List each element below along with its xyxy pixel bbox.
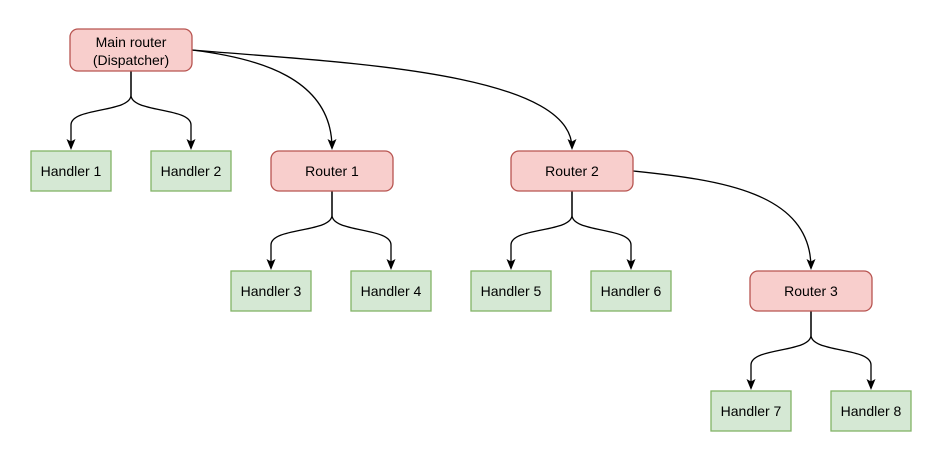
node-handler-8: Handler 8 — [830, 390, 912, 432]
handler-2-label: Handler 2 — [161, 163, 222, 179]
edge-main-router-to-handler-2 — [130, 71, 196, 150]
handler-5-shape — [470, 270, 552, 312]
handler-4-shape — [350, 270, 432, 312]
node-handler-5: Handler 5 — [470, 270, 552, 312]
node-handler-4: Handler 4 — [350, 270, 432, 312]
node-handler-7: Handler 7 — [710, 390, 792, 432]
handler-5-label: Handler 5 — [481, 283, 542, 299]
handler-7-label: Handler 7 — [721, 403, 782, 419]
router-3-shape — [749, 270, 873, 312]
node-layer: Main router (Dispatcher) Handler 1 Handl… — [30, 28, 912, 432]
edge-router-3-to-handler-8 — [810, 311, 876, 390]
main-router-shape — [69, 28, 193, 72]
handler-6-label: Handler 6 — [601, 283, 662, 299]
router-3-label: Router 3 — [784, 283, 838, 299]
node-router-2: Router 2 — [510, 150, 634, 192]
edge-main-router-to-router-2 — [191, 49, 577, 150]
router-2-label: Router 2 — [545, 163, 599, 179]
edge-main-router-to-router-1 — [191, 49, 337, 150]
edge-router-1-to-handler-4 — [331, 191, 396, 270]
router-1-shape — [270, 150, 394, 192]
handler-2-shape — [150, 150, 232, 192]
handler-4-label: Handler 4 — [361, 283, 422, 299]
edge-layer — [66, 49, 876, 390]
node-handler-1: Handler 1 — [30, 150, 112, 192]
handler-1-shape — [30, 150, 112, 192]
edge-router-1-to-handler-3 — [266, 191, 333, 270]
handler-8-shape — [830, 390, 912, 432]
handler-8-label: Handler 8 — [841, 403, 902, 419]
handler-6-shape — [590, 270, 672, 312]
node-handler-2: Handler 2 — [150, 150, 232, 192]
node-router-1: Router 1 — [270, 150, 394, 192]
handler-1-label: Handler 1 — [41, 163, 102, 179]
router-2-shape — [510, 150, 634, 192]
edge-main-router-to-handler-1 — [66, 71, 132, 150]
handler-3-shape — [230, 270, 312, 312]
node-handler-3: Handler 3 — [230, 270, 312, 312]
edge-router-2-to-router-3 — [632, 170, 816, 270]
handler-3-label: Handler 3 — [241, 283, 302, 299]
node-handler-6: Handler 6 — [590, 270, 672, 312]
main-router-label-line1: Main router — [96, 34, 167, 50]
edge-router-2-to-handler-5 — [506, 191, 573, 270]
node-main-router: Main router (Dispatcher) — [69, 28, 193, 72]
handler-7-shape — [710, 390, 792, 432]
edge-router-2-to-handler-6 — [571, 191, 636, 270]
node-router-3: Router 3 — [749, 270, 873, 312]
main-router-label-line2: (Dispatcher) — [93, 52, 169, 68]
router-1-label: Router 1 — [305, 163, 359, 179]
edge-router-3-to-handler-7 — [746, 311, 812, 390]
